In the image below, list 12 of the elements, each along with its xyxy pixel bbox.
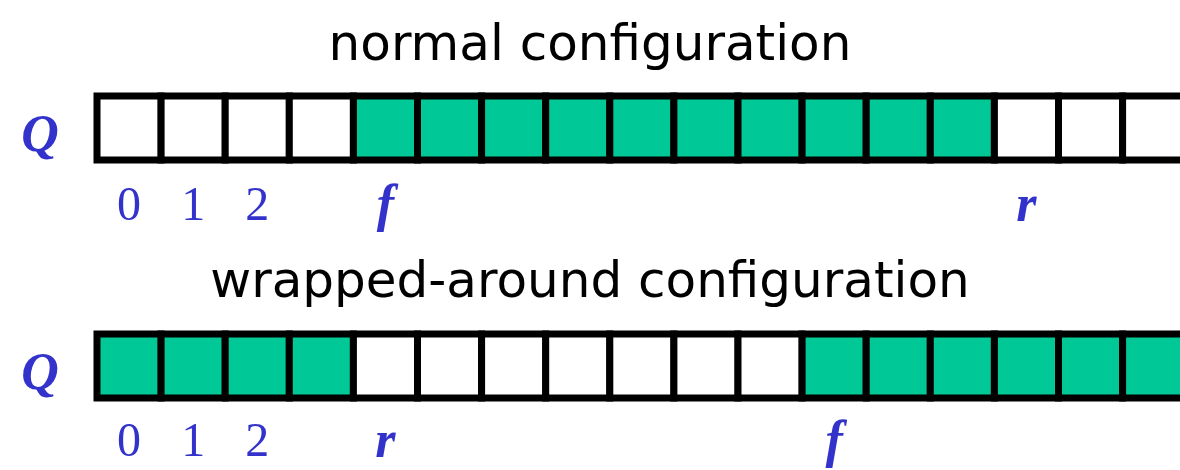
heading: normal configuration: [328, 18, 852, 68]
array-name: Q: [21, 346, 59, 398]
index-label: 2: [245, 180, 270, 228]
index-label: 1: [181, 416, 206, 464]
heading: wrapped-around configuration: [210, 255, 970, 305]
index-label: 0: [117, 180, 142, 228]
index-label: 2: [245, 416, 270, 464]
array-name: Q: [21, 108, 59, 160]
index-label: 0: [117, 416, 142, 464]
rear-pointer-label: r: [375, 414, 396, 466]
index-label: 1: [181, 180, 206, 228]
rear-pointer-label: r: [1016, 178, 1037, 230]
